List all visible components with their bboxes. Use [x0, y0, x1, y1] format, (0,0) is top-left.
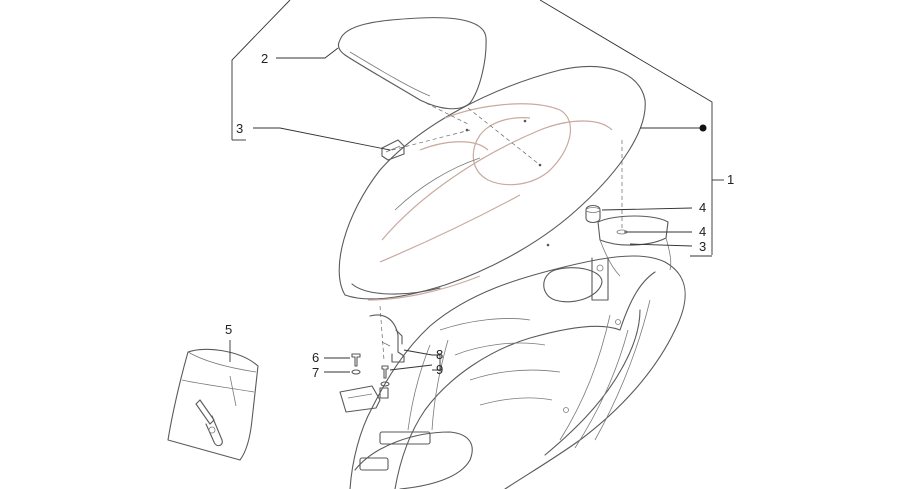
scooter-body — [339, 215, 686, 489]
callout-3-rail: 3 — [699, 239, 706, 254]
callout-4-lower: 4 — [699, 224, 706, 239]
hardware-parts — [351, 314, 405, 387]
callout-2: 2 — [261, 51, 268, 66]
saddle-part — [338, 66, 646, 301]
callout-6: 6 — [312, 350, 319, 365]
callout-7: 7 — [312, 365, 319, 380]
callout-1: 1 — [727, 172, 734, 187]
callout-4-upper: 4 — [699, 200, 706, 215]
clip-part — [381, 139, 405, 161]
reference-dot — [699, 124, 707, 132]
leader-lines — [229, 0, 724, 373]
assembly-guides — [379, 99, 623, 361]
callout-5: 5 — [225, 322, 232, 337]
callout-8: 8 — [436, 347, 443, 362]
callout-9: 9 — [436, 362, 443, 377]
backrest-pad-part — [337, 17, 487, 110]
callout-3-clip: 3 — [236, 121, 243, 136]
callout-labels: 1 2 3 4 4 3 5 6 7 8 9 — [225, 51, 734, 380]
tool-bag-part — [167, 348, 259, 461]
